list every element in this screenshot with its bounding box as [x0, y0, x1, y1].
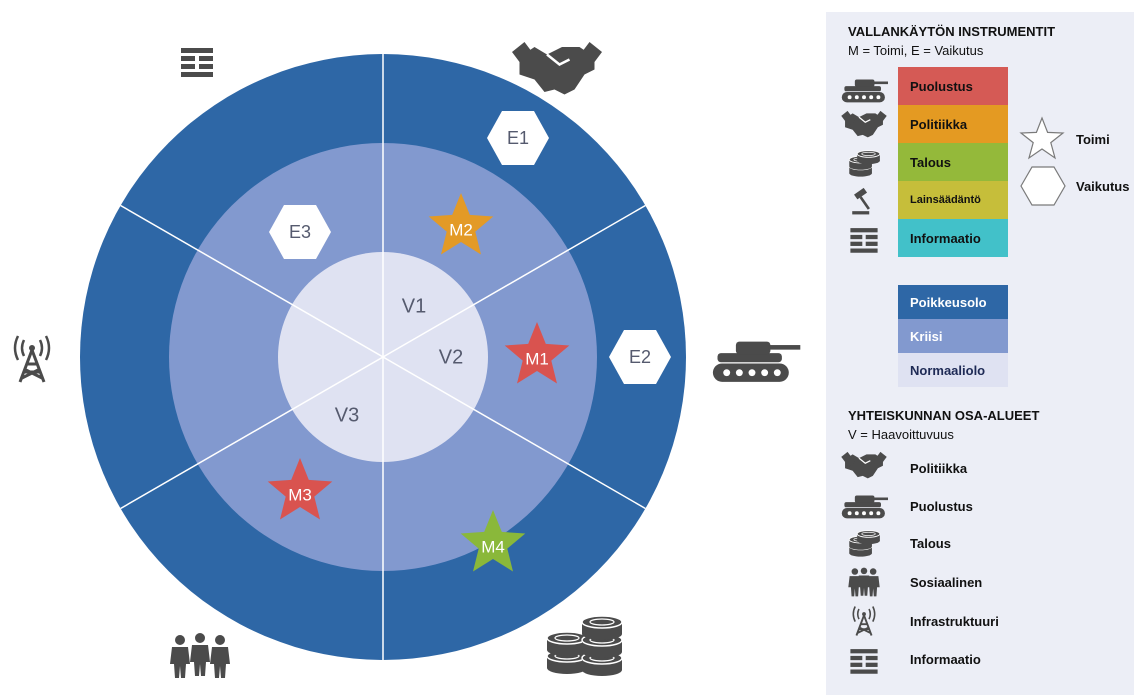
sectors-title: YHTEISKUNNAN OSA-ALUEET	[848, 408, 1040, 423]
effect-e3: E3	[269, 205, 331, 259]
sector-infrastruktuuri: Infrastruktuuri	[910, 614, 999, 629]
action-m2: M2	[428, 193, 494, 255]
sector-divider	[382, 204, 646, 358]
coins-icon	[848, 530, 881, 558]
action-star	[267, 458, 333, 520]
tank-icon	[841, 495, 888, 519]
informaatio-icon	[181, 48, 213, 77]
sector-talous: Talous	[910, 536, 951, 551]
instrument-informaatio: Informaatio	[898, 219, 1008, 257]
severity-poikkeusolo: Poikkeusolo	[898, 285, 1008, 319]
coins-icon	[848, 150, 881, 178]
effect-hexagon	[487, 111, 549, 165]
handshake-icon	[840, 451, 888, 479]
effect-label: E1	[507, 128, 529, 148]
effect-label: E3	[289, 222, 311, 242]
action-m1: M1	[504, 322, 570, 384]
hexagon-outline-icon	[1020, 166, 1066, 206]
coins-icon	[546, 615, 623, 677]
effect-hexagon	[609, 330, 671, 384]
vulnerability-v3: V3	[335, 404, 359, 426]
informaatio-icon	[850, 228, 878, 253]
tank-icon	[712, 341, 801, 382]
tank-icon	[841, 79, 888, 103]
handshake-icon	[510, 40, 604, 96]
action-star	[428, 193, 494, 255]
star-outline-icon	[1019, 116, 1065, 160]
informaatio-icon	[850, 649, 878, 674]
sectors-subtitle: V = Haavoittuvuus	[848, 427, 954, 442]
action-m3: M3	[267, 458, 333, 520]
shape-label-toimi: Toimi	[1076, 132, 1110, 147]
instrument-lainsaadanto: Lainsäädäntö	[898, 181, 1008, 219]
effect-label: E2	[629, 347, 651, 367]
effect-e1: E1	[487, 111, 549, 165]
action-star	[460, 510, 526, 572]
effect-hexagon	[269, 205, 331, 259]
people-icon	[170, 633, 230, 678]
vulnerability-v2: V2	[439, 346, 463, 368]
sector-informaatio: Informaatio	[910, 652, 981, 667]
instruments-title: VALLANKÄYTÖN INSTRUMENTIT	[848, 24, 1056, 39]
action-star	[504, 322, 570, 384]
instruments-subtitle: M = Toimi, E = Vaikutus	[848, 43, 984, 58]
action-label: M1	[525, 349, 549, 368]
effect-e2: E2	[609, 330, 671, 384]
antenna-tower-icon	[852, 605, 876, 637]
instrument-puolustus: Puolustus	[898, 67, 1008, 105]
people-icon	[848, 567, 880, 597]
sector-divider	[120, 356, 384, 510]
antenna-tower-icon	[13, 334, 51, 384]
action-label: M2	[449, 220, 473, 239]
severity-normaaliolo: Normaaliolo	[898, 353, 1008, 387]
sector-politiikka: Politiikka	[910, 461, 968, 476]
sector-divider	[382, 356, 646, 510]
sector-divider	[120, 204, 384, 358]
severity-kriisi: Kriisi	[898, 319, 1008, 353]
vulnerability-v1: V1	[402, 295, 426, 317]
action-label: M4	[481, 537, 505, 556]
legend-panel: VALLANKÄYTÖN INSTRUMENTIT M = Toimi, E =…	[826, 12, 1134, 695]
action-label: M3	[288, 485, 312, 504]
shape-label-vaikutus: Vaikutus	[1076, 179, 1130, 194]
instrument-politiikka: Politiikka	[898, 105, 1008, 143]
handshake-icon	[840, 110, 888, 139]
gavel-icon	[852, 187, 870, 215]
instrument-talous: Talous	[898, 143, 1008, 181]
action-m4: M4	[460, 510, 526, 572]
sector-sosiaalinen: Sosiaalinen	[910, 575, 983, 590]
sector-puolustus: Puolustus	[910, 499, 973, 514]
